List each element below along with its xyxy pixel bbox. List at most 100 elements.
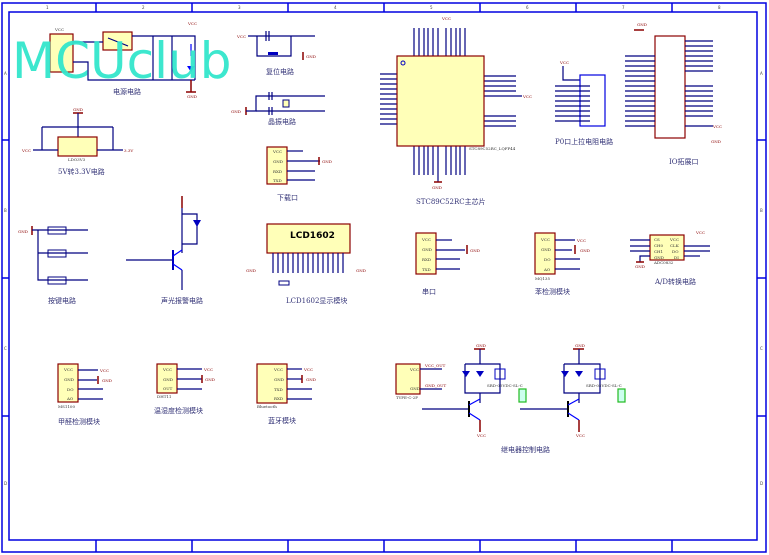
led-icon bbox=[476, 371, 484, 377]
power-jack bbox=[49, 33, 74, 73]
relay-circuit-1: GND VCC SRD-05VDC-SL-C bbox=[422, 343, 527, 438]
net-label: GND bbox=[306, 377, 316, 382]
connector-body bbox=[266, 146, 288, 185]
section-title: LCD1602显示模块 bbox=[286, 296, 347, 305]
section-title: 晶振电路 bbox=[268, 117, 296, 126]
mcu-body bbox=[396, 55, 485, 147]
column-label: 7 bbox=[622, 5, 625, 10]
section-title: 声光报警电路 bbox=[161, 296, 203, 305]
pin-label: GND bbox=[274, 377, 284, 382]
terminal-block-icon bbox=[617, 388, 626, 403]
net-label: GND bbox=[205, 377, 215, 382]
net-label: VCC bbox=[712, 124, 722, 129]
io-expansion-header: GND VCC GND IO拓展口 bbox=[625, 22, 722, 166]
pin-label: CS bbox=[654, 237, 660, 242]
net-label: VCC bbox=[695, 230, 705, 235]
net-label: VCC bbox=[303, 367, 313, 372]
adc-body bbox=[649, 234, 685, 261]
pin-label: VCC bbox=[669, 237, 679, 242]
benzene-sensor-module: VCC GND DO AO VCC GND MQ135 苯检测模块 bbox=[534, 232, 590, 296]
net-label: GND bbox=[356, 268, 366, 273]
mcuclub-logo: MCUclub bbox=[12, 32, 231, 90]
header-body bbox=[654, 35, 686, 139]
reset-button-icon bbox=[268, 52, 278, 55]
net-label: VCC bbox=[187, 21, 197, 26]
section-title: A/D转换电路 bbox=[654, 277, 696, 286]
column-label: 2 bbox=[142, 5, 145, 10]
lcd1602-module: LCD1602 GND GND LCD1602显示模块 bbox=[246, 223, 366, 305]
net-label: VCC bbox=[236, 34, 246, 39]
pin-label: AO bbox=[543, 267, 551, 272]
net-label: VCC bbox=[575, 433, 585, 438]
row-label: B bbox=[760, 208, 763, 213]
column-label: 5 bbox=[430, 5, 433, 10]
buzzer-circuit: 声光报警电路 bbox=[126, 196, 203, 305]
pin1-marker-icon bbox=[400, 60, 406, 66]
row-label: C bbox=[4, 346, 7, 351]
relay-circuit-2: GND VCC SRD-05VDC-SL-C bbox=[520, 343, 626, 438]
module-body bbox=[256, 363, 288, 404]
pin-label: RXD bbox=[273, 169, 282, 174]
row-label: A bbox=[760, 71, 763, 76]
relay-coil-icon bbox=[494, 368, 506, 380]
section-title: 电源电路 bbox=[113, 87, 141, 96]
part-label: LDO3V3 bbox=[68, 157, 86, 162]
formaldehyde-sensor-module: VCC GND DO AO VCC GND MS1100 甲醛检测模块 bbox=[57, 363, 112, 426]
column-label: 3 bbox=[238, 5, 241, 10]
part-label: STC89C52RC_LQFP44 bbox=[469, 146, 516, 151]
key-switch-icon bbox=[47, 226, 67, 235]
row-label: D bbox=[4, 481, 7, 486]
lcd-body bbox=[266, 223, 351, 254]
net-label: GND bbox=[635, 264, 645, 269]
bluetooth-module: VCC GND TXD RXD VCC GND Bluetooth 蓝牙模块 bbox=[256, 363, 316, 425]
pin-label: AO bbox=[66, 396, 74, 401]
net-label: VCC bbox=[576, 238, 586, 243]
adc-circuit: CS CH0 CH1 GND VCC CLK DO DI VCC GND ADC… bbox=[630, 230, 710, 286]
section-title: 串口 bbox=[422, 288, 436, 296]
section-title: 按键电路 bbox=[48, 296, 76, 305]
row-label: B bbox=[4, 208, 7, 213]
pin-label: DO bbox=[544, 257, 551, 262]
connector-body bbox=[415, 232, 437, 275]
pin-label: DO bbox=[672, 249, 679, 254]
potentiometer-icon bbox=[278, 280, 290, 286]
pin-label: TXD bbox=[273, 178, 282, 183]
section-title: 下载口 bbox=[277, 193, 298, 202]
download-port: VCC GND RXD TXD GND 下载口 bbox=[266, 146, 332, 202]
net-label: VCC bbox=[476, 433, 486, 438]
part-label: SRD-05VDC-SL-C bbox=[586, 383, 622, 388]
net-label: VCC_OUT bbox=[424, 363, 446, 368]
pin-label: GND bbox=[541, 247, 551, 252]
pin-label: CH0 bbox=[654, 243, 664, 248]
net-label: GND bbox=[580, 248, 590, 253]
led-icon bbox=[575, 371, 583, 377]
key-circuit: GND 按键电路 bbox=[18, 226, 88, 305]
ldo-chip bbox=[57, 136, 98, 157]
row-label: A bbox=[4, 71, 7, 76]
column-label: 8 bbox=[718, 5, 721, 10]
section-title: 温湿度检测模块 bbox=[154, 406, 203, 415]
key-switch-icon bbox=[47, 276, 67, 285]
power-jack-vcc-pin: VCC bbox=[54, 27, 64, 32]
section-title: P0口上拉电阻电路 bbox=[555, 137, 613, 146]
pin-label: VCC bbox=[272, 149, 282, 154]
pin-label: CH1 bbox=[654, 249, 663, 254]
row-label: D bbox=[760, 481, 763, 486]
pin-label: VCC bbox=[540, 237, 550, 242]
pin-label: VCC bbox=[273, 367, 283, 372]
module-body bbox=[534, 232, 556, 275]
led-icon bbox=[187, 66, 195, 72]
diode-icon bbox=[462, 371, 470, 377]
crystal-icon bbox=[282, 99, 290, 108]
p0-pullup-circuit: VCC P0口上拉电阻电路 bbox=[555, 60, 613, 146]
pin-label: RXD bbox=[422, 257, 431, 262]
mcu-chip: VCC VCC GND STC89C52RC_LQFP44 STC89C52RC… bbox=[380, 16, 532, 206]
net-label: GND bbox=[246, 268, 256, 273]
reset-circuit: VCC GND 复位电路 bbox=[236, 31, 316, 76]
section-title: 5V转3.3V电路 bbox=[58, 167, 105, 176]
net-label: VCC bbox=[99, 368, 109, 373]
pin-label: DI bbox=[674, 255, 679, 260]
net-label: GND bbox=[432, 185, 442, 190]
pin-label: VCC bbox=[63, 367, 73, 372]
net-label: GND bbox=[637, 22, 647, 27]
